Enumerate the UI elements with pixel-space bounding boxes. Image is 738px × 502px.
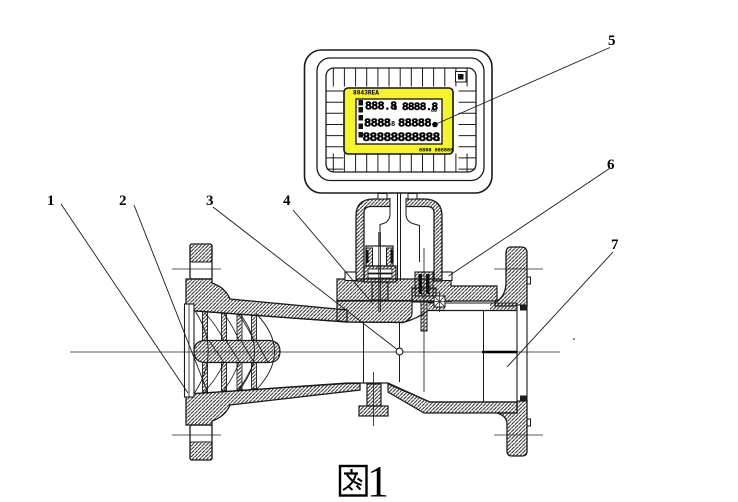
svg-text:8: 8: [437, 137, 440, 143]
svg-text:88888888888: 88888888888: [363, 130, 441, 145]
svg-text:88888: 88888: [398, 117, 431, 131]
svg-text:7: 7: [611, 237, 619, 253]
svg-text:8843REA: 8843REA: [353, 90, 379, 97]
svg-text:8888 888888: 8888 888888: [419, 148, 453, 154]
svg-text:8: 8: [391, 121, 395, 129]
svg-text:3: 3: [206, 193, 214, 209]
svg-text:2: 2: [119, 193, 127, 209]
svg-text:8888: 8888: [364, 117, 391, 131]
svg-text:888.8: 888.8: [365, 101, 397, 114]
svg-text:1: 1: [367, 457, 389, 502]
svg-text:1: 1: [47, 193, 55, 209]
svg-text:6: 6: [607, 157, 615, 173]
svg-text:5: 5: [608, 33, 616, 49]
svg-text:88: 88: [431, 108, 437, 114]
svg-text:4: 4: [283, 193, 291, 209]
svg-text:8888.8: 8888.8: [402, 102, 439, 114]
svg-text:8: 8: [393, 105, 397, 113]
